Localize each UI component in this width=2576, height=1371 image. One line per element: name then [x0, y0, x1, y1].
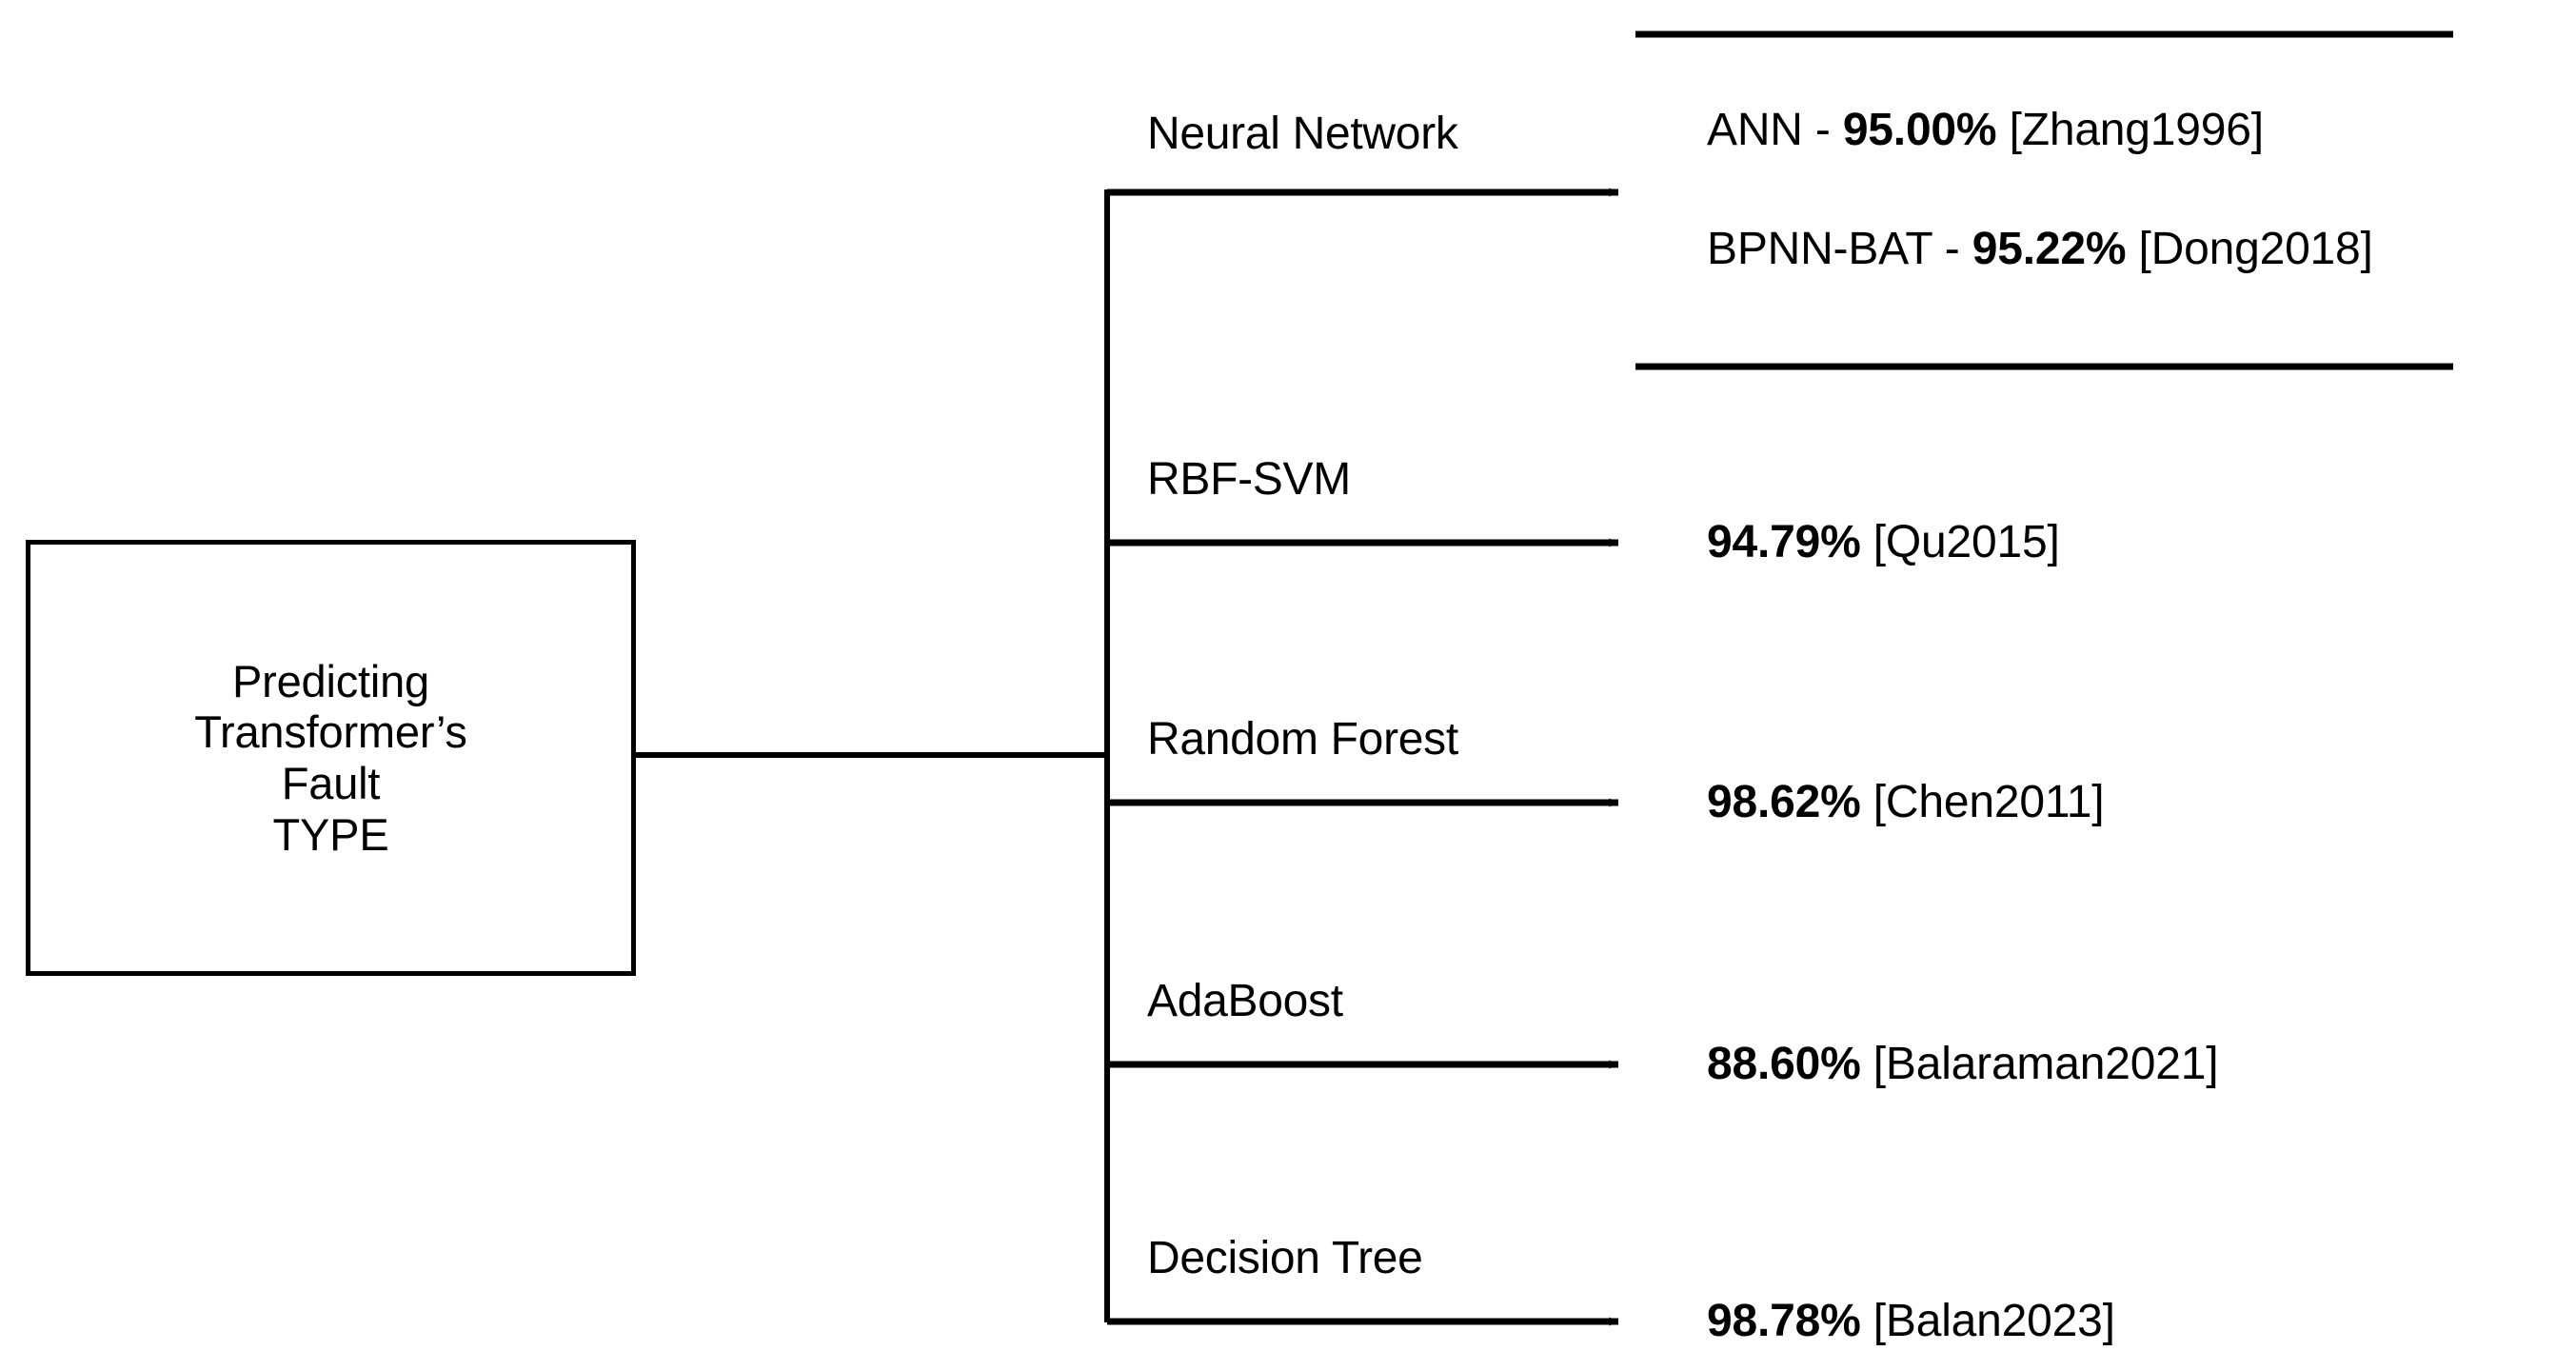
- outcome-bpnn-bat-prefix: BPNN-BAT -: [1707, 224, 1972, 274]
- outcome-rbf-svm-citation-text: [Qu2015]: [1873, 517, 2060, 567]
- outcome-decision-tree-accuracy: 98.78%: [1707, 1296, 1861, 1346]
- outcome-bpnn-bat-citation: [2126, 224, 2138, 274]
- outcome-bpnn-bat-accuracy: 95.22%: [1972, 224, 2127, 274]
- outcome-adaboost: 88.60% [Balaraman2021]: [1707, 1039, 2219, 1089]
- branch-label-adaboost: AdaBoost: [1147, 976, 1343, 1026]
- root-line-3: Fault: [281, 758, 381, 808]
- branch-label-rbf-svm: RBF-SVM: [1147, 454, 1351, 505]
- outcome-decision-tree-citation: [1861, 1296, 1873, 1346]
- outcome-bpnn-bat-citation-text: [Dong2018]: [2138, 224, 2373, 274]
- outcome-random-forest-accuracy: 98.62%: [1707, 777, 1861, 827]
- root-line-1: Predicting: [232, 655, 429, 706]
- outcome-ann: ANN - 95.00% [Zhang1996]: [1707, 108, 2264, 153]
- outcome-ann-citation-text: [Zhang1996]: [2009, 105, 2265, 155]
- outcome-ann-citation: [1996, 105, 2009, 155]
- outcome-rbf-svm: 94.79% [Qu2015]: [1707, 520, 2060, 566]
- outcome-random-forest-citation: [1861, 777, 1873, 827]
- outcome-ann-prefix: ANN -: [1707, 105, 1843, 155]
- outcome-random-forest: 98.62% [Chen2011]: [1707, 777, 2105, 827]
- outcome-decision-tree-citation-text: [Balan2023]: [1873, 1296, 2115, 1346]
- outcome-rbf-svm-accuracy: 94.79%: [1707, 517, 1861, 567]
- outcome-random-forest-citation-text: [Chen2011]: [1873, 777, 2105, 827]
- branch-label-neural-network: Neural Network: [1147, 109, 1458, 159]
- outcome-bpnn-bat: BPNN-BAT - 95.22% [Dong2018]: [1707, 227, 2373, 272]
- branch-label-decision-tree: Decision Tree: [1147, 1233, 1423, 1283]
- outcome-adaboost-accuracy: 88.60%: [1707, 1039, 1861, 1089]
- outcome-adaboost-citation-text: [Balaraman2021]: [1873, 1039, 2219, 1089]
- branch-label-random-forest: Random Forest: [1147, 714, 1458, 765]
- outcome-rbf-svm-citation: [1861, 517, 1873, 567]
- root-line-4: TYPE: [272, 808, 389, 860]
- outcome-adaboost-citation: [1861, 1039, 1873, 1089]
- outcome-decision-tree: 98.78% [Balan2023]: [1707, 1299, 2115, 1344]
- root-line-2: Transformer’s: [194, 706, 467, 758]
- root-node[interactable]: Predicting Transformer’s Fault TYPE: [26, 540, 636, 976]
- outcome-ann-accuracy: 95.00%: [1842, 105, 1997, 155]
